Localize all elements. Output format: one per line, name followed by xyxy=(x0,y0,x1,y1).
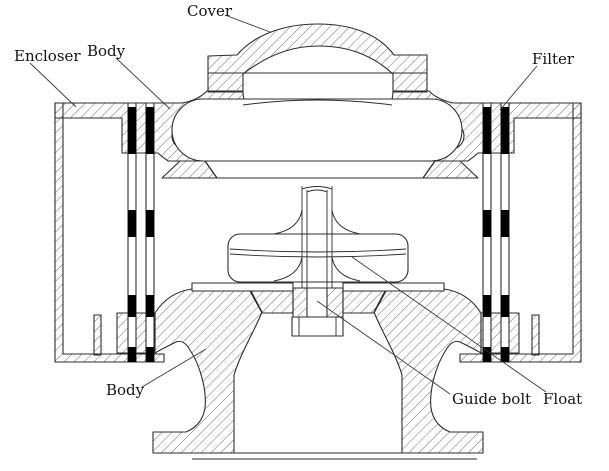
seat-wedge-left xyxy=(161,160,218,179)
right-filter-element xyxy=(482,102,510,363)
float-section xyxy=(227,186,409,288)
encloser-leader-line xyxy=(29,62,77,108)
stem-lower-fillets xyxy=(273,256,361,282)
valve-disc xyxy=(171,98,463,162)
float-leader-line xyxy=(351,256,547,393)
stem-top-edge xyxy=(301,186,333,193)
lower-body-right-wall xyxy=(373,288,484,454)
floor-plate-left xyxy=(191,282,294,292)
float-body xyxy=(227,233,409,283)
label-cover: Cover xyxy=(187,2,233,20)
leader-lines xyxy=(29,14,547,395)
bolt-head xyxy=(291,316,344,337)
left-baffle-stub xyxy=(93,314,102,356)
cover-leader-line xyxy=(224,14,271,33)
guide-bolt-section xyxy=(291,287,344,337)
stem-upper-fillets xyxy=(273,209,361,235)
body-top-leader-line xyxy=(115,57,171,110)
stem-inner-walls xyxy=(306,190,328,288)
label-guide-bolt: Guide bolt xyxy=(452,390,531,408)
guide-bolt-leader-line xyxy=(316,300,451,395)
filter-media-segments xyxy=(483,107,509,362)
seat-wedge-right xyxy=(422,160,479,179)
stem-outer-walls xyxy=(301,186,333,288)
labels: Cover Encloser Body Filter Body Guide bo… xyxy=(14,2,582,408)
valve-disc-section xyxy=(161,98,479,179)
label-body-bottom: Body xyxy=(106,381,145,399)
valve-disc-top-seam xyxy=(242,99,393,106)
bolt-head-chamfers xyxy=(298,317,337,336)
label-filter: Filter xyxy=(532,50,575,68)
floor-plate-right xyxy=(342,282,445,292)
label-body-top: Body xyxy=(87,42,126,60)
bowl-floor-section xyxy=(191,282,445,314)
right-baffle-stub xyxy=(531,314,540,356)
seat-plate xyxy=(204,160,436,179)
float-seam-lines xyxy=(229,248,407,258)
body-bottom-leader-line xyxy=(141,348,207,388)
label-encloser: Encloser xyxy=(14,47,81,65)
filter-leader-line xyxy=(499,65,538,111)
filter-media-segments xyxy=(128,107,154,362)
bolt-shaft-hole xyxy=(306,287,328,318)
label-float: Float xyxy=(543,390,582,408)
cover-dome xyxy=(207,23,428,93)
left-filter-element xyxy=(127,102,155,363)
cover-section xyxy=(207,23,428,93)
